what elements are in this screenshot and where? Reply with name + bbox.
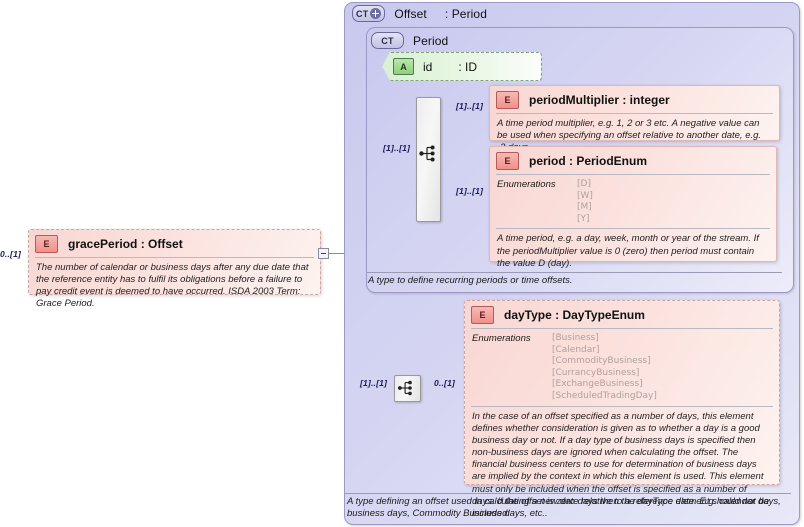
enum-item: [ExchangeBusiness]	[552, 379, 643, 390]
expand-plus-icon[interactable]	[370, 8, 382, 19]
offset-colon: :	[444, 6, 449, 21]
enum-item: [CurrancyBusiness]	[552, 367, 640, 378]
element-day-type-title: dayType : DayTypeEnum	[504, 308, 645, 322]
ct-badge-label: CT	[356, 8, 369, 19]
divider	[471, 328, 773, 329]
enum-item: [D]	[577, 179, 591, 189]
complex-type-offset-header: CT Offset: Period	[352, 5, 487, 22]
element-badge-icon: E	[35, 235, 58, 253]
divider	[496, 113, 773, 114]
attribute-id-label: id : ID	[423, 60, 477, 74]
element-grace-period-box[interactable]: E gracePeriod : Offset The number of cal…	[28, 229, 321, 309]
enum-item: [M]	[577, 202, 592, 213]
complex-type-period-header: CT Period	[371, 32, 448, 49]
element-period-multiplier-head: E periodMultiplier : integer	[490, 86, 779, 113]
element-day-type-head: E dayType : DayTypeEnum	[465, 301, 779, 328]
cardinality-day-type: 0..[1]	[434, 378, 456, 388]
attribute-id-type: : ID	[458, 59, 478, 74]
element-period-enumerations: Enumerations [D] [W] [M] [Y]	[490, 175, 776, 228]
divider	[496, 228, 770, 230]
element-period-multiplier-box[interactable]: E periodMultiplier : integer A time peri…	[489, 85, 780, 153]
divider	[344, 493, 791, 494]
element-grace-period-doc: The number of calendar or business days …	[36, 262, 309, 310]
offset-type-name: Period	[451, 6, 487, 21]
enum-item: [ScheduledTradingDay]	[552, 391, 657, 402]
attribute-id-name: id	[423, 59, 433, 74]
complex-type-badge-icon: CT	[352, 5, 386, 22]
element-period-multiplier-title: periodMultiplier : integer	[529, 93, 670, 107]
divider	[366, 272, 782, 273]
sequence-icon-top	[419, 145, 435, 162]
element-day-type-box[interactable]: E dayType : DayTypeEnum Enumerations [Bu…	[464, 300, 780, 519]
complex-type-offset-type: : Period	[445, 7, 487, 21]
enumerations-list: [Business] [Calendar] [CommodityBusiness…	[552, 333, 657, 402]
complex-type-offset-title: Offset: Period	[394, 7, 487, 21]
ct-period-badge-label: CT	[381, 35, 394, 46]
enumerations-label: Enumerations	[497, 179, 556, 190]
enum-item: [CommodityBusiness]	[552, 356, 651, 367]
divider	[35, 257, 314, 258]
attribute-badge-icon: A	[393, 58, 414, 75]
collapse-toggle-grace-period[interactable]	[318, 248, 329, 259]
element-badge-icon: E	[496, 91, 519, 109]
complex-type-offset-name: Offset	[394, 6, 427, 21]
cardinality-sequence-top: [1]..[1]	[383, 143, 411, 153]
element-day-type-doc: In the case of an offset specified as a …	[472, 410, 770, 519]
cardinality-period-multiplier: [1]..[1]	[456, 101, 484, 111]
enum-item: [W]	[577, 190, 593, 201]
complex-type-period-badge-icon: CT	[371, 32, 404, 49]
cardinality-grace-period: 0..[1]	[0, 249, 22, 259]
complex-type-period-doc: A type to define recurring periods or ti…	[368, 275, 573, 286]
enum-item: [Business]	[552, 333, 599, 343]
element-grace-period-head: E gracePeriod : Offset	[29, 230, 320, 257]
complex-type-offset-doc: A type defining an offset used in calcul…	[347, 496, 781, 520]
complex-type-period-title: Period	[413, 33, 449, 48]
enum-item: [Calendar]	[552, 344, 600, 355]
cardinality-period: [1]..[1]	[456, 186, 484, 196]
element-badge-icon: E	[496, 152, 519, 170]
divider	[471, 405, 773, 407]
element-grace-period-title: gracePeriod : Offset	[68, 237, 183, 251]
divider	[496, 174, 770, 175]
enumerations-list: [D] [W] [M] [Y]	[577, 179, 593, 224]
element-day-type-enumerations: Enumerations [Business] [Calendar] [Comm…	[465, 329, 779, 406]
enumerations-label: Enumerations	[472, 333, 531, 344]
element-badge-icon: E	[471, 306, 494, 324]
cardinality-sequence-bottom: [1]..[1]	[360, 378, 388, 388]
attribute-id-box[interactable]: A id : ID	[382, 52, 542, 81]
element-period-title: period : PeriodEnum	[529, 154, 648, 168]
sequence-icon-bottom	[397, 380, 412, 396]
element-period-box[interactable]: E period : PeriodEnum Enumerations [D] […	[489, 146, 777, 269]
enum-item: [Y]	[577, 213, 590, 224]
element-period-head: E period : PeriodEnum	[490, 147, 776, 174]
element-period-doc: A time period, e.g. a day, week, month o…	[497, 233, 759, 269]
